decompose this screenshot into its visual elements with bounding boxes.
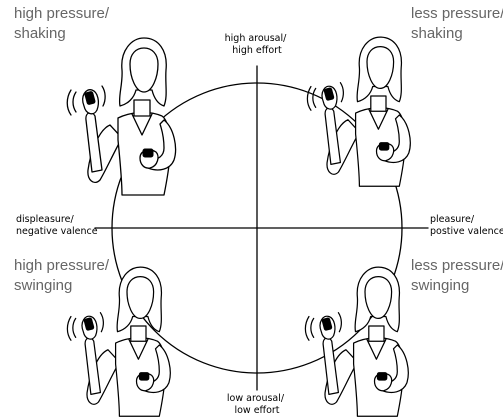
quadrant-label-bottom-left: high pressure/ swinging bbox=[14, 257, 113, 294]
woman-swinging-high-pressure bbox=[67, 267, 170, 416]
axis-label-left: displeasure/ negative valence bbox=[16, 214, 98, 237]
axis-label-right: pleasure/ postive valence bbox=[430, 214, 503, 237]
axis-label-top: high arousal/ high effort bbox=[225, 33, 290, 56]
quadrant-label-bottom-right: less pressure/ swinging bbox=[411, 257, 503, 294]
quadrant-label-top-left: high pressure/ shaking bbox=[14, 5, 113, 42]
woman-shaking-less-pressure bbox=[307, 37, 410, 186]
woman-shaking-high-pressure bbox=[67, 38, 175, 195]
axis-label-bottom: low arousal/ low effort bbox=[227, 393, 287, 416]
woman-swinging-less-pressure bbox=[305, 267, 408, 416]
quadrant-label-top-right: less pressure/ shaking bbox=[411, 5, 503, 42]
